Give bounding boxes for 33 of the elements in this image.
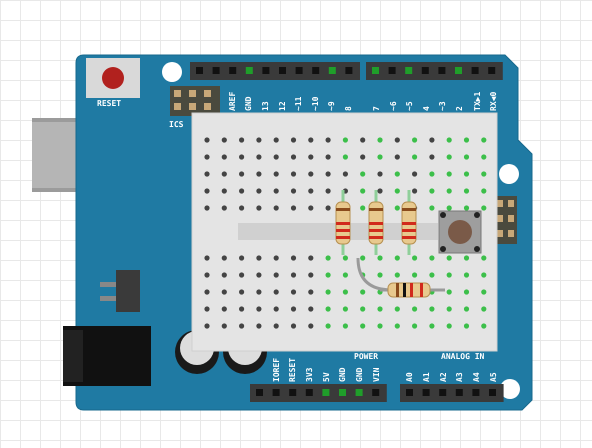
pin-label: A3 [455,372,464,382]
pin-label: A5 [489,372,498,382]
pin-label: GND [338,368,347,382]
pin-label: AREF [228,92,237,111]
pin-label: RX◀0 [489,92,498,111]
pin-label: 3V3 [305,368,314,382]
pin-label: ~9 [327,101,336,111]
pin-label: TX▶1 [473,92,482,111]
pin-label: A2 [439,372,448,382]
pin-label: A1 [422,372,431,382]
header-label: ANALOG IN [441,352,484,361]
pin-label: GND [355,368,364,382]
pin-label: IOREF [272,358,281,382]
header-label: POWER [354,352,378,361]
pin-label: 13 [261,101,270,111]
header-label: ICS [169,120,184,129]
pin-label: 4 [422,106,431,111]
pin-label: 12 [278,101,287,111]
pin-label: RESET [288,358,297,382]
pin-label: 8 [344,106,353,111]
pin-label: 7 [372,106,381,111]
pin-label: VIN [372,368,381,382]
pin-label: A4 [472,372,481,382]
pin-label: ~10 [311,96,320,111]
pin-label: ~6 [389,101,398,111]
pin-label: ~3 [438,101,447,111]
pin-label: GND [244,96,253,111]
pin-label: 5V [322,372,331,382]
button-label: RESET [97,99,122,108]
pin-label: A0 [405,372,414,382]
pin-label: 2 [455,106,464,111]
pin-label: ~5 [405,101,414,111]
pin-label: ~11 [294,96,303,111]
